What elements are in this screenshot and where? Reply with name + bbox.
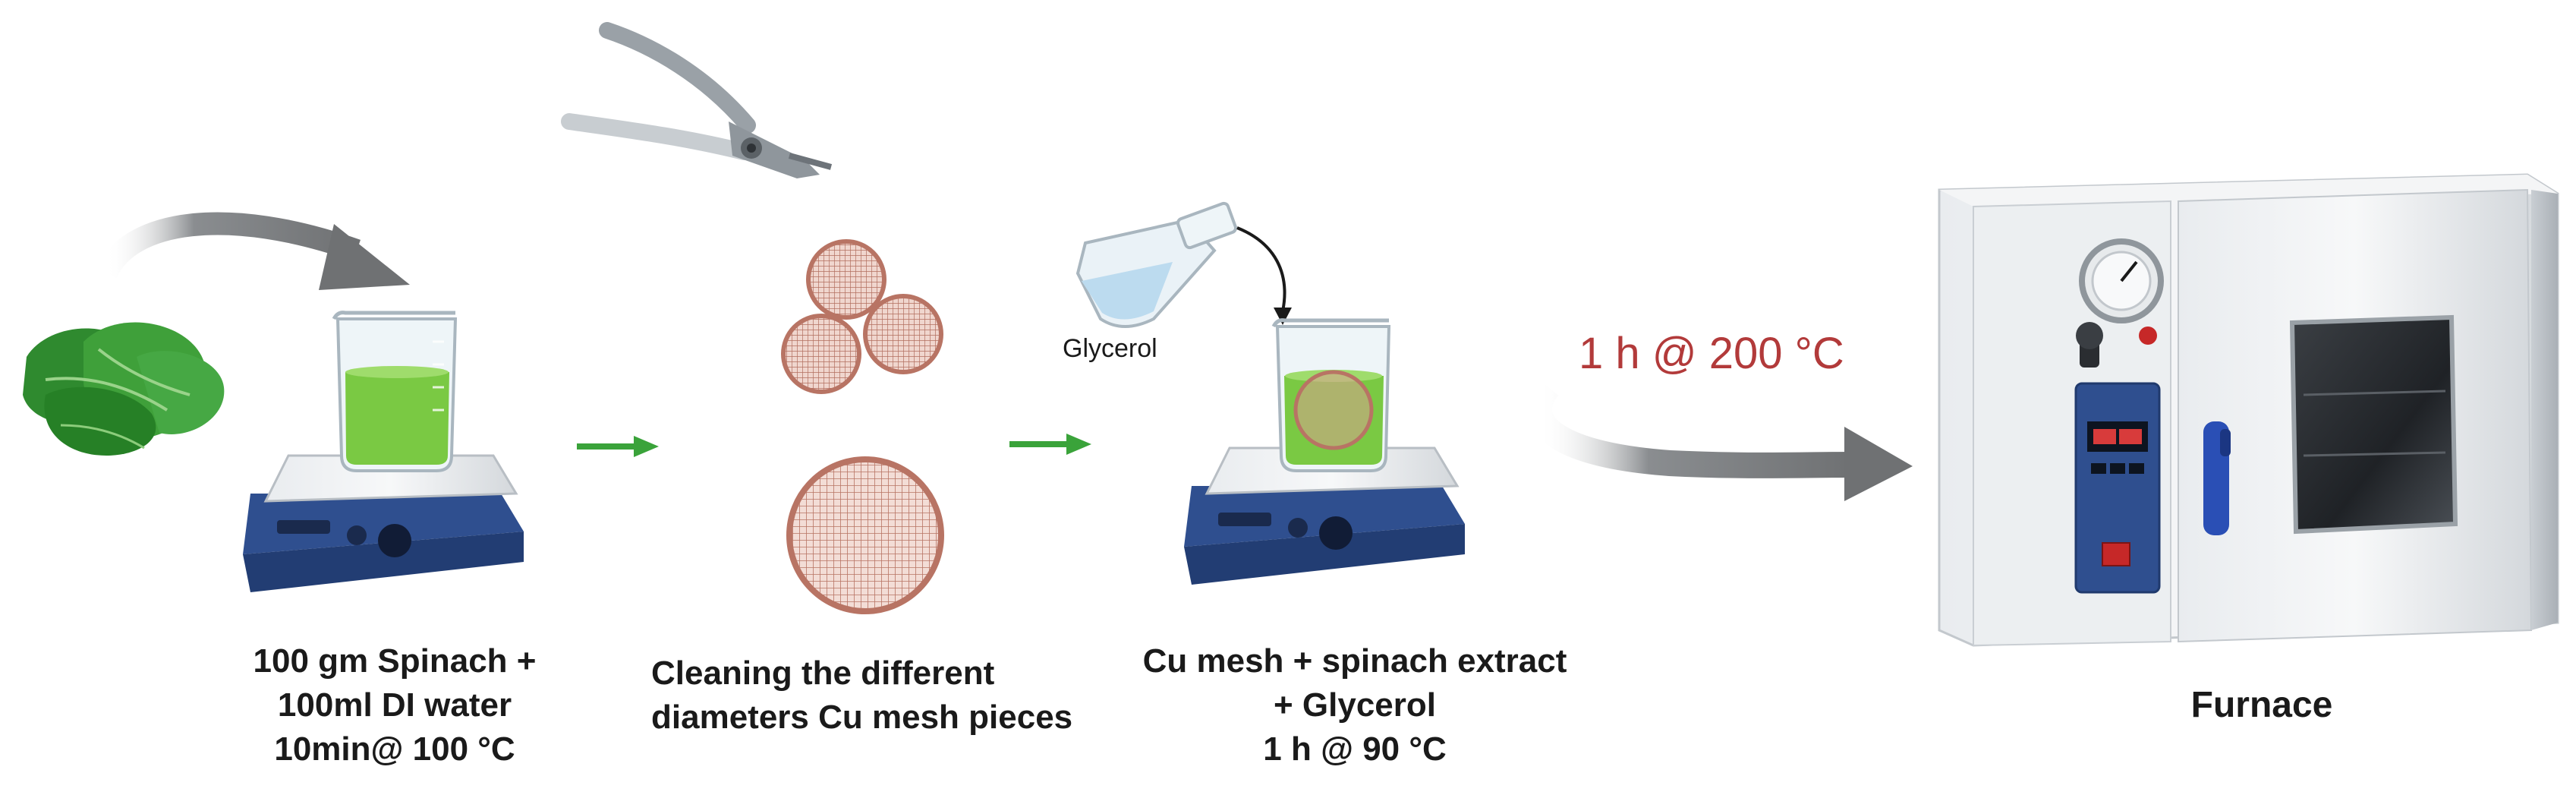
furnace-icon: [1938, 173, 2559, 647]
glycerol-label: Glycerol: [1063, 334, 1157, 363]
furnace-caption: Furnace: [2171, 683, 2353, 727]
caption-line: 100ml DI water: [277, 686, 512, 724]
curved-arrow-icon: [1526, 379, 1913, 501]
pliers-icon: [561, 22, 833, 178]
caption-line: Cleaning the different: [651, 655, 995, 692]
caption-line: Furnace: [2190, 685, 2333, 725]
caption-line: 10min@ 100 °C: [274, 730, 515, 768]
spinach-icon: [23, 322, 225, 456]
caption-line: 1 h @ 90 °C: [1263, 730, 1447, 768]
step-1-caption: 100 gm Spinach + 100ml DI water 10min@ 1…: [228, 639, 562, 771]
curved-arrow-icon: [96, 212, 410, 290]
caption-line: 100 gm Spinach +: [253, 642, 537, 680]
beaker-icon: [332, 311, 458, 472]
caption-line: Cu mesh + spinach extract: [1142, 642, 1567, 680]
beaker-icon: [1271, 318, 1391, 472]
step-2-caption: Cleaning the different diameters Cu mesh…: [651, 651, 1122, 740]
caption-line: diameters Cu mesh pieces: [651, 699, 1073, 736]
flask-icon: [1075, 201, 1292, 328]
arrow-icon: [1009, 434, 1091, 455]
caption-line: + Glycerol: [1273, 686, 1436, 724]
step-3-caption: Cu mesh + spinach extract + Glycerol 1 h…: [1135, 639, 1575, 771]
hotplate-icon: [243, 454, 524, 592]
copper-mesh-icon: [781, 239, 944, 614]
heat-condition-label: 1 h @ 200 °C: [1579, 329, 1844, 378]
arrow-icon: [577, 436, 659, 457]
